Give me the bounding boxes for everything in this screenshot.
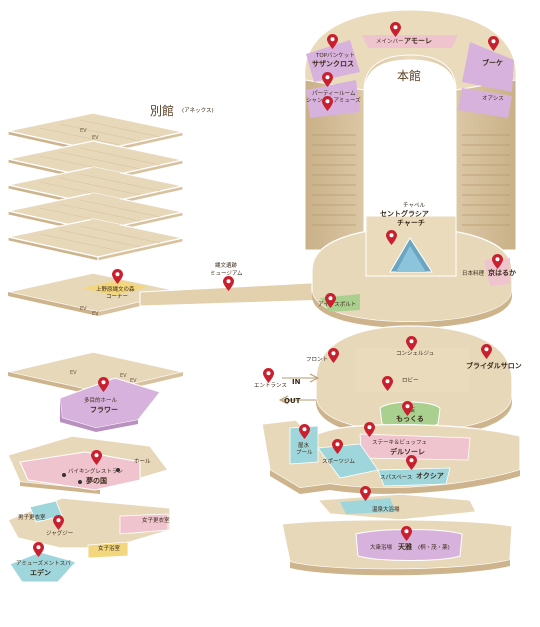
jomon-label-2: ミュージアム [210, 271, 243, 277]
restaurant-floor [261, 419, 521, 494]
ocsia-label: オクシア [416, 472, 444, 480]
chapel-sub-label: チャペル [403, 203, 425, 209]
chapel-floor [311, 215, 513, 328]
map-pin-icon[interactable] [382, 376, 393, 391]
annex-flower-floor [7, 351, 184, 432]
map-pin-icon[interactable] [386, 230, 397, 245]
ev-label: EV [130, 378, 137, 384]
map-pin-icon[interactable] [33, 542, 44, 557]
map-pin-icon[interactable] [327, 34, 338, 49]
map-pin-icon[interactable] [488, 36, 499, 51]
southern-sub-label: TOPバンケット [316, 53, 355, 59]
mokkuru-label: もっくる [396, 415, 424, 423]
sportsgym-label: スポーツジム [322, 459, 355, 465]
chapel-label-1: セントグラシア [380, 210, 429, 218]
southern-label: サザンクロス [312, 60, 354, 68]
annex-subtitle: (アネックス) [182, 108, 214, 114]
map-pin-icon[interactable] [492, 254, 503, 269]
kyoharuka-label: 京はるか [488, 269, 516, 277]
ev-label: EV [92, 135, 99, 141]
tenga-label: 天雅 [398, 543, 412, 551]
chapel-label-2: チャーチ [397, 219, 425, 227]
map-pin-icon[interactable] [390, 22, 401, 37]
delsole-sub-label: ステーキ＆ビュッフェ [372, 440, 428, 446]
eden-sub-label: アミューズメントスパ [16, 561, 71, 567]
kyoharuka-sub-label: 日本料理 [462, 271, 485, 277]
hall-label: ホール [134, 459, 151, 465]
jomon-label-1: 縄文遺跡 [215, 263, 238, 269]
annex-title: 別館 [150, 104, 175, 118]
ev-label: EV [80, 128, 87, 134]
eden-label: エデン [30, 569, 51, 577]
in-label: IN [292, 378, 301, 386]
map-pin-icon[interactable] [328, 348, 339, 363]
ueno-label-1: 上野原縄文の森 [96, 287, 135, 293]
womensbath-label: 女子浴室 [98, 546, 121, 552]
map-pin-icon[interactable] [322, 96, 333, 111]
map-pin-icon[interactable] [402, 401, 413, 416]
ueno-label-2: コーナー [106, 294, 129, 300]
annex-viking-floor [7, 435, 169, 494]
entrance-label: エントランス [254, 383, 287, 389]
bouquet-label: ブーケ [482, 59, 503, 67]
tenga-sub-label: 大衆浴場 [370, 545, 393, 551]
lobby-label: ロビー [402, 378, 419, 384]
map-pin-icon[interactable] [401, 526, 412, 541]
ev-label: EV [80, 306, 87, 312]
onsen-floor [316, 493, 477, 521]
map-pin-icon[interactable] [325, 293, 336, 308]
mens-label: 男子更衣室 [18, 515, 46, 521]
flower-sub-label: 多目的ホール [84, 398, 118, 404]
map-pin-icon[interactable] [406, 336, 417, 351]
shangde-sub-label: パーティールーム [312, 91, 356, 97]
bridal-label: ブライダルサロン [466, 362, 522, 370]
annex-upper-floors [7, 112, 184, 262]
main-tower [304, 9, 517, 251]
concierge-label: コンシェルジュ [396, 351, 435, 357]
annex-floor-lines [39, 119, 161, 252]
annex-spa-floor [7, 497, 171, 583]
main-title: 本館 [397, 69, 422, 83]
map-pin-icon[interactable] [322, 72, 333, 87]
amore-label: アモーレ [404, 37, 432, 45]
womens-label: 女子更衣室 [142, 518, 170, 524]
map-pin-icon[interactable] [98, 377, 109, 392]
map-pin-icon[interactable] [481, 344, 492, 359]
map-pin-icon[interactable] [223, 276, 234, 291]
bath-floor [281, 519, 513, 576]
shangde-label: シャンデ・アミューズ [306, 98, 361, 104]
pool-label-2: プール [296, 450, 313, 456]
tower-window-lines [312, 134, 510, 226]
map-pin-icon[interactable] [91, 450, 102, 465]
connecting-bridge [139, 281, 331, 307]
tenga-tail-label: (桐・茂・薬) [418, 545, 450, 551]
map-pin-icon[interactable] [112, 269, 123, 284]
delsole-label: デルソーレ [390, 448, 425, 456]
amore-sub-label: メインバー [376, 39, 404, 45]
pool-label-1: 屋水 [298, 443, 310, 449]
map-pin-icon[interactable] [360, 486, 371, 501]
map-pin-icon[interactable] [299, 424, 310, 439]
ev-label: EV [70, 370, 77, 376]
aisport-label: アイ・スポルト [318, 302, 357, 308]
map-pin-icon[interactable] [263, 368, 274, 383]
jacuzzi-label: ジャグジー [46, 531, 74, 537]
yumenokuni-label: 夢の国 [86, 477, 107, 485]
yumenokuni-sub-label: バイキングレストラン [68, 469, 123, 475]
onsen-label: 温泉大浴場 [372, 507, 400, 513]
flower-label: フラワー [90, 406, 118, 414]
map-pin-icon[interactable] [332, 439, 343, 454]
map-pin-icon[interactable] [53, 515, 64, 530]
ocsia-sub-label: スパスペース [380, 475, 413, 481]
map-pin-icon[interactable] [406, 455, 417, 470]
out-label: OUT [284, 397, 301, 405]
map-pin-icon[interactable] [364, 422, 375, 437]
ev-label: EV [92, 311, 99, 317]
front-label: フロント [306, 357, 329, 363]
ev-label: EV [120, 373, 127, 379]
oasis-label: オアシス [482, 96, 504, 102]
